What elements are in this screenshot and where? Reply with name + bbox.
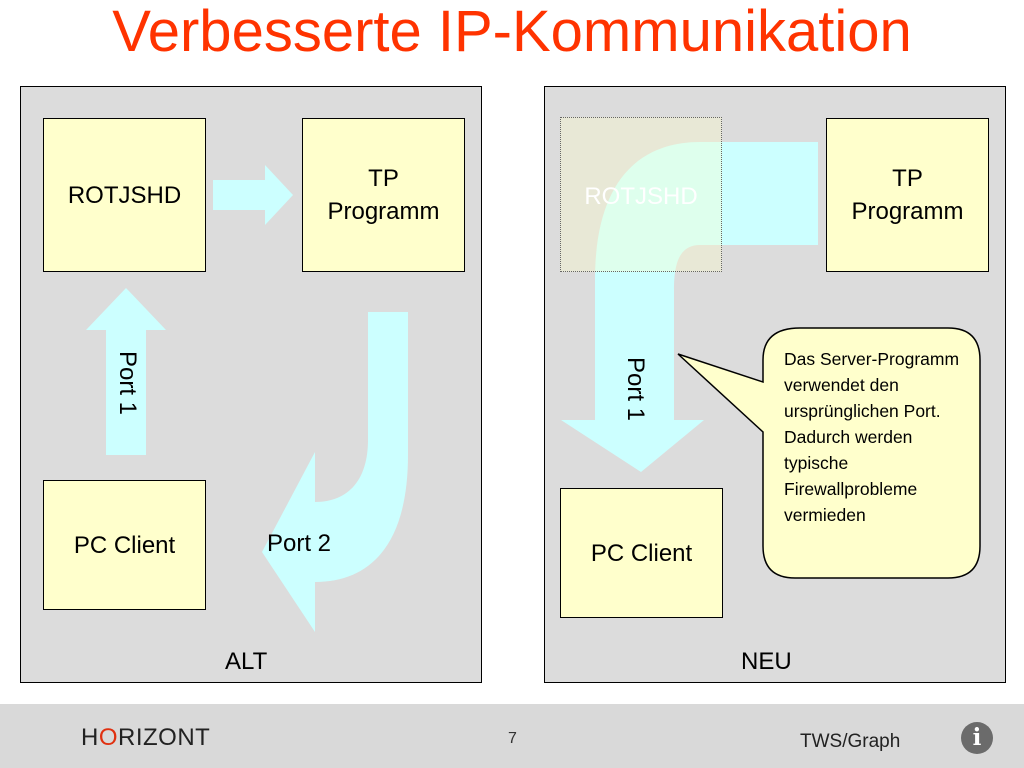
- footer-bar: [0, 704, 1024, 768]
- port-2-label-alt: Port 2: [267, 530, 332, 557]
- slide-title: Verbesserte IP-Kommunikation: [112, 0, 912, 64]
- arrow-curve-neu: [561, 142, 818, 472]
- box-pc-client-neu: PC Client: [560, 488, 723, 618]
- box-pc-client-alt: PC Client: [43, 480, 206, 610]
- box-rotjshd-alt: ROTJSHD: [43, 118, 206, 272]
- callout-bubble: [677, 327, 981, 579]
- brand-letter-h: H: [81, 724, 99, 751]
- brand-logo: HORIZONT: [81, 724, 210, 752]
- page-number: 7: [508, 730, 517, 747]
- arrow-curve-alt: [262, 312, 408, 632]
- port-1-label-alt: Port 1: [114, 350, 141, 416]
- arrow-up-alt: [86, 288, 166, 455]
- box-rotjshd-neu: ROTJSHD: [560, 117, 722, 272]
- caption-neu: NEU: [741, 648, 792, 675]
- callout-text: Das Server-Programm verwendet den ursprü…: [784, 349, 960, 525]
- caption-alt: ALT: [225, 648, 268, 675]
- port-1-label-neu: Port 1: [622, 356, 649, 422]
- arrow-right-alt: [213, 165, 293, 225]
- info-icon[interactable]: i: [961, 722, 993, 754]
- brand-letters-rest: RIZONT: [118, 724, 211, 751]
- footer-section-label: TWS/Graph: [800, 731, 901, 752]
- box-tp-programm-neu: TP Programm: [826, 118, 989, 272]
- box-tp-programm-alt: TP Programm: [302, 118, 465, 272]
- brand-letter-o: O: [98, 724, 119, 751]
